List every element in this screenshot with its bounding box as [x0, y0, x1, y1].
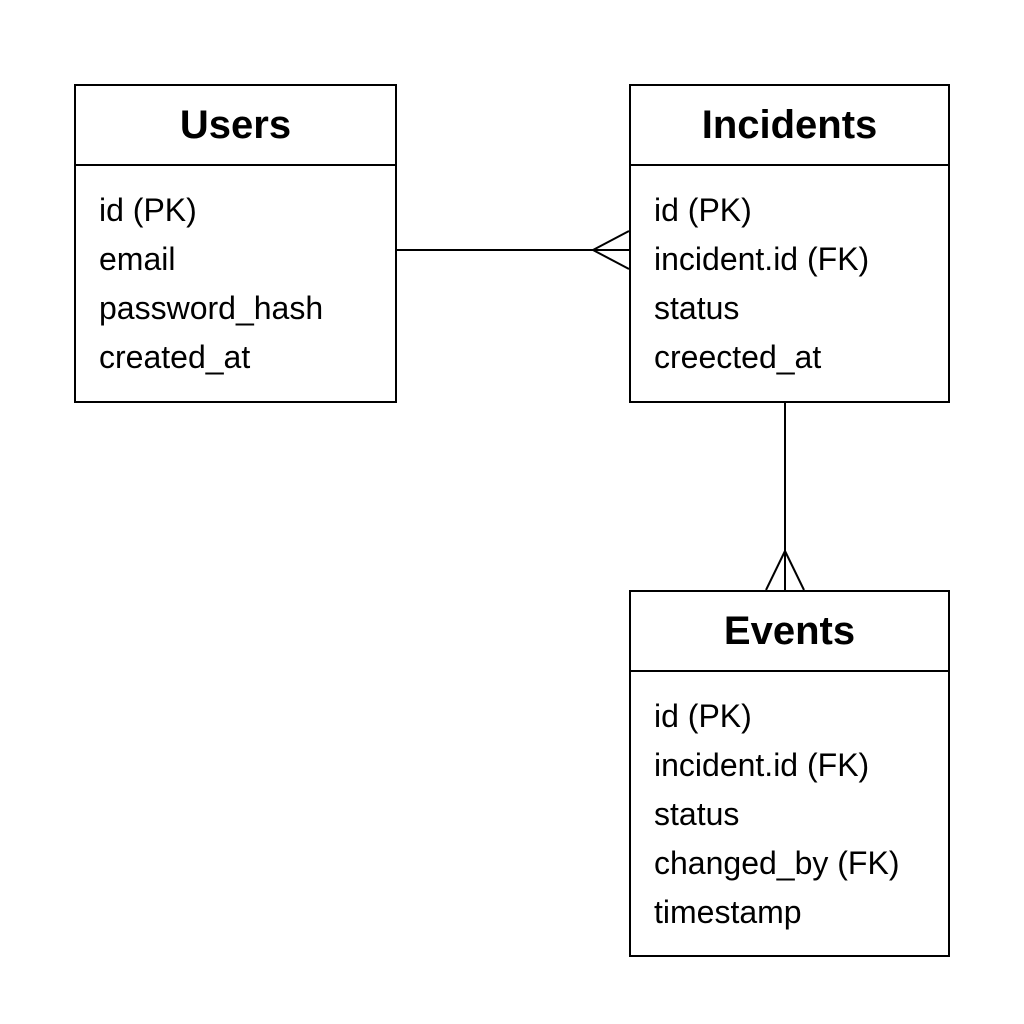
crows-foot-right-prong — [784, 550, 805, 591]
relationship-users-incidents — [397, 230, 630, 270]
crows-foot-upper-prong — [592, 230, 630, 251]
field-incident-id: incident.id (FK) — [654, 747, 870, 783]
field-incident-id: incident.id (FK) — [654, 241, 870, 277]
crows-foot-lower-prong — [592, 249, 630, 270]
field-created-at: creected_at — [654, 339, 822, 375]
entity-users: Users id (PK) email password_hash create… — [74, 84, 397, 403]
field-email: email — [99, 241, 176, 277]
field-status: status — [654, 796, 740, 832]
crows-foot-left-prong — [765, 550, 786, 591]
field-status: status — [654, 290, 740, 326]
entity-fields: id (PK) email password_hash created_at — [76, 166, 395, 382]
entity-title: Users — [76, 86, 395, 166]
field-timestamp: timestamp — [654, 894, 802, 930]
entity-events: Events id (PK) incident.id (FK) status c… — [629, 590, 950, 957]
field-id: id (PK) — [654, 192, 752, 228]
field-id: id (PK) — [99, 192, 197, 228]
entity-incidents: Incidents id (PK) incident.id (FK) statu… — [629, 84, 950, 403]
field-created-at: created_at — [99, 339, 251, 375]
field-id: id (PK) — [654, 698, 752, 734]
field-password-hash: password_hash — [99, 290, 324, 326]
relationship-incidents-events — [765, 403, 805, 591]
entity-title: Incidents — [631, 86, 948, 166]
entity-fields: id (PK) incident.id (FK) status creected… — [631, 166, 948, 382]
field-changed-by: changed_by (FK) — [654, 845, 900, 881]
entity-title: Events — [631, 592, 948, 672]
entity-fields: id (PK) incident.id (FK) status changed_… — [631, 672, 948, 937]
